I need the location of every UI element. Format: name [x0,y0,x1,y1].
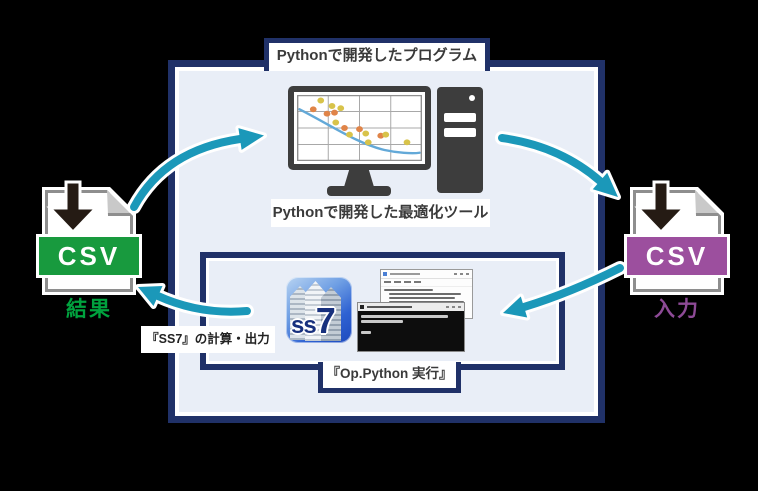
input-label: 入力 [654,298,700,321]
trend-curve [300,109,420,153]
optimization-tool-caption: Pythonで開発した最適化ツール [271,199,490,227]
ss7-output-caption: 『SS7』の計算・出力 [141,326,275,353]
download-arrow-icon [634,180,688,234]
menu-items-placeholder [384,281,424,283]
terminal-titlebar [358,303,464,311]
terminal-output-line [361,315,448,318]
python-program-box-label: Pythonで開発したプログラム [276,47,478,64]
csv-input-file-icon: CSV [627,180,727,292]
op-python-box-label: 『Op.Python 実行』 [326,366,453,381]
editor-menubar [381,279,472,287]
scatter-points [309,97,411,146]
python-program-box-title: Pythonで開発したプログラム [264,38,490,71]
window-controls-icon [446,306,462,308]
terminal-output-line [361,320,404,323]
drive-slot [444,113,476,122]
ss7-app-icon: ss7 [286,277,352,343]
ss7-icon-text: ss7 [291,300,336,341]
power-button-dot [469,95,475,101]
result-label: 結果 [66,298,112,321]
monitor-icon [288,86,431,170]
monitor-stand-base [327,186,391,196]
terminal-prompt-line [361,331,371,334]
csv-result-file-icon: CSV [39,180,139,292]
tower-pc-icon [437,87,483,193]
editor-titlebar [381,270,472,279]
document-icon [383,272,387,276]
op-python-box-title: 『Op.Python 実行』 [318,362,461,393]
cmd-icon [360,305,364,309]
terminal-title-placeholder [367,306,412,308]
scatter-chart [297,95,422,161]
editor-title-placeholder [390,273,420,275]
csv-band: CSV [39,237,139,275]
building-shape [305,281,326,341]
download-arrow-icon [46,180,100,234]
monitor-screen [294,92,425,164]
monitor-stand-neck [344,169,374,187]
chart-border [298,96,422,161]
drive-slot [444,128,476,137]
building-shape [321,287,341,341]
window-controls-icon [454,273,470,275]
csv-band: CSV [627,237,727,275]
command-prompt-window [357,302,465,352]
